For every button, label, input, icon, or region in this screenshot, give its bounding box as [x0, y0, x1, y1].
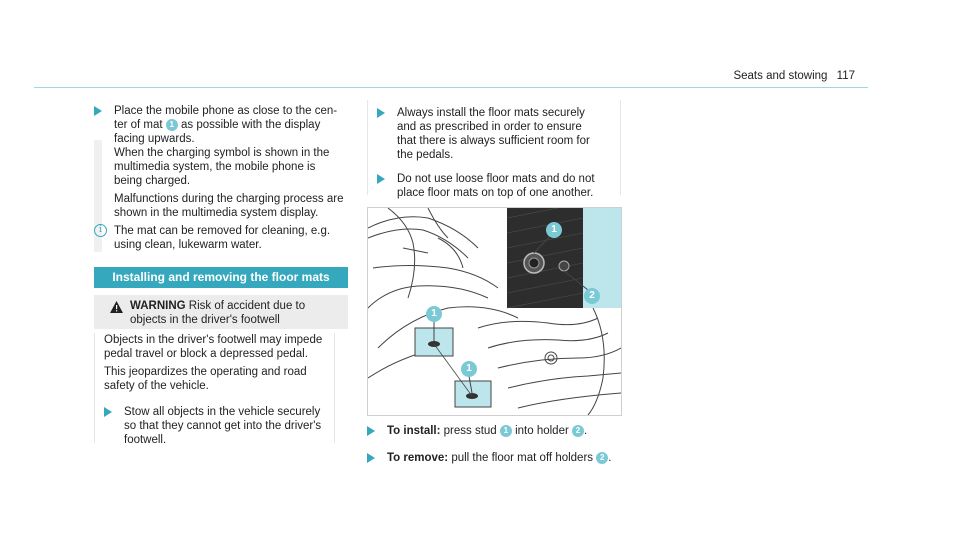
info-icon: i [94, 224, 107, 237]
text-fragment: . [608, 452, 612, 464]
step-arrow-icon [367, 453, 375, 463]
text-line: so that they cannot get into the driver'… [124, 420, 322, 432]
step-remove: To remove: pull the floor mat off holder… [367, 451, 637, 465]
text-line: This jeopardizes the operating and road [104, 366, 307, 378]
step-arrow-icon [377, 174, 385, 184]
warning-edge [94, 333, 95, 443]
text-line: multimedia system, the mobile phone is [114, 161, 316, 173]
header-rule [34, 87, 868, 88]
section-title: Installing and removing the floor mats [94, 267, 348, 288]
text-line: Objects in the driver's footwell may imp… [104, 334, 323, 346]
text-fragment: Risk of accident due to [185, 300, 306, 312]
step-stow-objects: Stow all objects in the vehicle securely… [104, 405, 348, 447]
step-place-phone: Place the mobile phone as close to the c… [94, 104, 354, 220]
warning-edge [367, 100, 368, 195]
install-label: To install: [387, 425, 441, 437]
step-arrow-icon [104, 407, 112, 417]
charging-instructions: Place the mobile phone as close to the c… [94, 104, 354, 252]
text-line: Malfunctions during the charging process… [114, 193, 344, 205]
warning-body: Objects in the driver's footwell may imp… [94, 333, 348, 447]
warning-continued: Always install the floor mats securely a… [367, 100, 621, 199]
text-line: facing upwards. [114, 133, 195, 145]
text-line: pedal travel or block a depressed pedal. [104, 348, 308, 360]
text-line: the pedals. [397, 149, 454, 161]
text-line: WARNING Risk of accident due to [110, 299, 340, 313]
text-fragment: ter of mat [114, 119, 166, 131]
footwell-drawing [368, 208, 621, 415]
text-line: that there is always sufficient room for [397, 135, 590, 147]
text-line: being charged. [114, 175, 191, 187]
callout-marker: 2 [572, 425, 585, 437]
text-line: place floor mats on top of one another. [397, 187, 594, 199]
text-line: Place the mobile phone as close to the c… [114, 105, 338, 117]
text-fragment: as possible with the display [177, 119, 321, 131]
step-arrow-icon [377, 108, 385, 118]
text-line: footwell. [124, 434, 167, 446]
remove-label: To remove: [387, 452, 449, 464]
text-line: Always install the floor mats securely [397, 107, 585, 119]
callout-marker: 1 [499, 425, 512, 437]
warning-edge-right [334, 333, 335, 443]
text-line: The mat can be removed for cleaning, e.g… [114, 225, 331, 237]
text-fragment: pull the floor mat off holders [448, 452, 597, 464]
text-line: ter of mat 1 as possible with the displa… [114, 118, 354, 132]
text-fragment: press stud [440, 425, 500, 437]
text-line: Do not use loose floor mats and do not [397, 173, 595, 185]
text-line: safety of the vehicle. [104, 380, 209, 392]
header-section-title: Seats and stowing [733, 70, 828, 82]
step-install: To install: press stud 1 into holder 2. [367, 424, 637, 438]
text-line: and as prescribed in order to ensure [397, 121, 582, 133]
step-arrow-icon [94, 106, 102, 116]
running-header: Seats and stowing 117 [733, 69, 855, 83]
step-shade [94, 140, 102, 252]
warning-header: WARNING Risk of accident due to objects … [94, 295, 348, 329]
step-arrow-icon [367, 426, 375, 436]
warning-label: WARNING [130, 300, 186, 312]
mat-steps: To install: press stud 1 into holder 2. … [367, 424, 637, 465]
callout-marker: 1 [426, 306, 442, 322]
text-line: When the charging symbol is shown in the [114, 147, 330, 159]
callout-marker: 1 [546, 222, 562, 238]
text-fragment: into holder [511, 425, 573, 437]
warning-edge-right [620, 100, 621, 195]
step-install-securely: Always install the floor mats securely a… [377, 106, 621, 162]
text-line: using clean, lukewarm water. [114, 239, 262, 251]
warning-triangle-icon [110, 301, 123, 313]
text-line: Stow all objects in the vehicle securely [124, 406, 321, 418]
step-no-loose-mats: Do not use loose floor mats and do not p… [377, 172, 621, 200]
callout-marker: 1 [461, 361, 477, 377]
text-line: shown in the multimedia system display. [114, 207, 319, 219]
text-fragment: . [584, 425, 588, 437]
callout-marker: 1 [165, 119, 178, 131]
page-number: 117 [836, 70, 855, 82]
text-line: objects in the driver's footwell [130, 314, 280, 326]
floor-mat-illustration: 1 2 1 1 [367, 207, 622, 416]
callout-marker: 2 [596, 452, 609, 464]
callout-marker: 2 [584, 288, 600, 304]
cleaning-note: i The mat can be removed for cleaning, e… [94, 224, 354, 252]
